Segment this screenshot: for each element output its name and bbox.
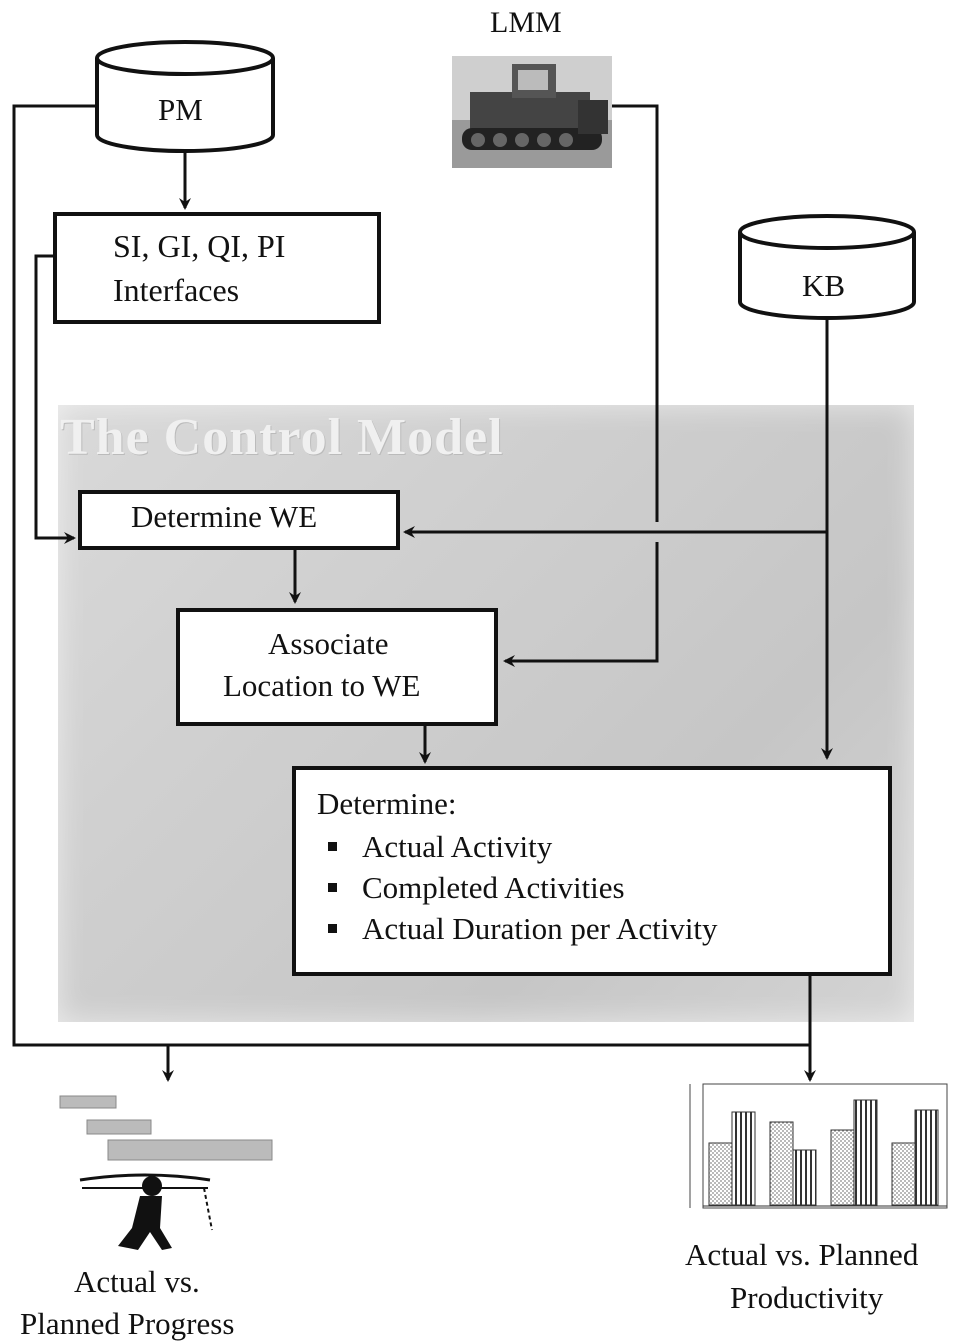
determine-item-actual-duration: Actual Duration per Activity [318, 908, 718, 949]
bulldozer-photo [452, 56, 612, 168]
pm-database-icon [95, 40, 275, 153]
productivity-label-line2: Productivity [730, 1280, 884, 1315]
gantt-chart-with-figure-illustration [59, 1095, 273, 1250]
determine-list: Actual Activity Completed Activities Act… [318, 826, 718, 949]
determine-item-actual-activity: Actual Activity [318, 826, 718, 867]
progress-label-line1: Actual vs. [74, 1264, 200, 1299]
determine-item-completed-activities: Completed Activities [318, 867, 718, 908]
interfaces-line2: Interfaces [113, 272, 240, 308]
progress-label-line2: Planned Progress [20, 1306, 235, 1341]
determine-we-box [78, 490, 400, 550]
associate-box [176, 608, 498, 726]
lmm-label: LMM [490, 6, 562, 39]
determine-heading: Determine: [317, 786, 457, 821]
control-model-title: The Control Model [60, 409, 504, 466]
bar-chart-illustration [689, 1083, 948, 1209]
associate-line2: Location to WE [223, 668, 421, 703]
connectors [12, 104, 833, 1082]
interfaces-box [53, 212, 381, 324]
determine-box [292, 766, 892, 976]
pm-label: PM [158, 92, 203, 127]
productivity-label-line1: Actual vs. Planned [685, 1237, 919, 1272]
kb-label: KB [802, 268, 846, 303]
determine-we-label: Determine WE [131, 499, 318, 534]
associate-line1: Associate [268, 626, 389, 661]
interfaces-line1: SI, GI, QI, PI [113, 228, 286, 264]
